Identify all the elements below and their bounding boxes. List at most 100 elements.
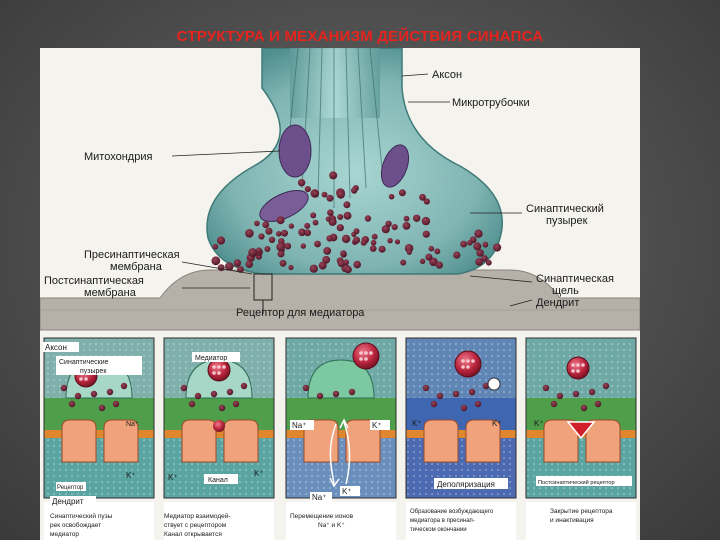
mechanism-panel: [525, 337, 637, 540]
synaptic-vesicle: [304, 229, 312, 237]
synaptic-vesicle: [336, 224, 344, 232]
synaptic-vesicle: [322, 255, 331, 264]
panel-1-labels: Аксон Синаптические пузырек Na⁺ Рецептор…: [43, 342, 142, 538]
mitochondrion: [380, 144, 410, 188]
label-vesicle-1: Синаптический: [526, 203, 604, 215]
label-receptor: Рецептор для медиатора: [236, 307, 365, 319]
p3-k-bottom: K⁺: [342, 487, 352, 496]
synaptic-vesicle: [403, 215, 410, 222]
synaptic-vesicle: [258, 233, 265, 240]
label-vesicle-2: пузырек: [546, 215, 588, 227]
synaptic-vesicle: [262, 221, 270, 229]
synaptic-vesicle: [421, 216, 431, 226]
label-microtubules: Микротрубочки: [452, 97, 530, 109]
synaptic-vesicle: [326, 194, 334, 202]
synaptic-vesicle: [398, 189, 406, 197]
label-mitochondria: Митохондрия: [84, 151, 152, 163]
mechanism-panel: [285, 337, 397, 540]
mechanism-panel: [163, 337, 275, 540]
p4-k-right: K⁺: [492, 419, 502, 428]
panel-5-labels: K⁺ Постсинаптический рецептор Закрытие р…: [534, 419, 632, 524]
synaptic-vesicle: [473, 242, 482, 251]
p1-caption-3: медиатор: [50, 531, 79, 538]
synaptic-vesicle: [402, 222, 411, 230]
synaptic-vesicle: [460, 240, 467, 248]
slide-title: СТРУКТУРА И МЕХАНИЗМ ДЕЙСТВИЯ СИНАПСА: [176, 28, 544, 45]
synaptic-vesicle: [310, 212, 317, 219]
synaptic-vesicle: [279, 259, 287, 267]
p1-axon: Аксон: [45, 343, 67, 352]
p1-caption-2: рек освобождает: [50, 521, 101, 529]
p4-caption-1: Образование возбуждающего: [410, 509, 494, 515]
synaptic-vesicle: [288, 264, 294, 271]
synaptic-vesicle: [413, 214, 421, 222]
synaptic-vesicle: [476, 249, 484, 257]
synaptic-vesicle: [284, 242, 292, 250]
synaptic-vesicle: [245, 229, 254, 238]
synaptic-vesicle: [425, 253, 433, 261]
p4-k-left: K⁺: [412, 419, 422, 428]
synaptic-vesicle: [481, 255, 488, 262]
synaptic-vesicle: [327, 209, 334, 216]
synaptic-vesicle: [381, 225, 390, 234]
label-cleft-1: Синаптическая: [536, 273, 614, 285]
synaptic-vesicle: [343, 201, 351, 209]
synaptic-vesicle: [325, 216, 331, 222]
synaptic-vesicle: [298, 228, 306, 237]
p3-na-bottom: Na⁺: [312, 493, 326, 502]
synaptic-vesicle: [404, 244, 414, 253]
synaptic-vesicle: [453, 251, 461, 259]
synaptic-vesicle: [321, 191, 328, 198]
synaptic-vesicle: [256, 247, 262, 254]
label-postsynaptic-2: мембрана: [84, 287, 137, 299]
synaptic-vesicle: [326, 235, 333, 242]
p2-channel: Канал: [208, 477, 228, 484]
p1-vesicle-1: Синаптические: [59, 359, 109, 366]
synaptic-vesicle: [344, 265, 352, 274]
synaptic-vesicle: [211, 256, 221, 266]
synaptic-vesicle: [422, 230, 430, 238]
synapse-illustration: Аксон Микротрубочки Митохондрия Синаптич…: [40, 48, 640, 540]
synaptic-vesicle: [394, 239, 401, 245]
synaptic-vesicle: [309, 264, 318, 273]
synaptic-vesicle: [329, 171, 338, 180]
synaptic-vesicle: [423, 198, 430, 205]
synaptic-vesicle: [277, 250, 285, 258]
p2-caption-2: ствует с рецептором: [164, 522, 227, 529]
synapse-figure: Аксон Микротрубочки Митохондрия Синаптич…: [40, 48, 640, 540]
synaptic-vesicle: [360, 239, 367, 246]
synaptic-vesicle: [300, 243, 306, 249]
p5-caption-1: Закрытие рецептора: [550, 508, 613, 515]
synaptic-vesicle: [343, 211, 352, 220]
synaptic-vesicle: [341, 234, 351, 244]
main-synapse: [40, 48, 640, 331]
synaptic-vesicle: [485, 259, 492, 266]
p4-depolarization: Деполяризация: [437, 480, 495, 489]
synaptic-vesicle: [419, 258, 426, 264]
label-axon: Аксон: [432, 69, 462, 81]
synaptic-vesicle: [237, 266, 244, 273]
p4-caption-2: медиатора в пресинап-: [410, 518, 475, 524]
p5-caption-2: и инактивация: [550, 517, 594, 524]
synaptic-vesicle: [474, 229, 483, 238]
synaptic-vesicle: [216, 236, 226, 245]
p1-vesicle-2: пузырек: [80, 368, 107, 375]
synaptic-vesicle: [385, 220, 392, 227]
label-presynaptic-2: мембрана: [110, 261, 163, 273]
synaptic-vesicle: [297, 179, 306, 187]
synaptic-vesicle: [254, 220, 260, 227]
label-dendrite: Дендрит: [536, 297, 579, 309]
panel-2-labels: Медиатор K⁺ K⁺ Канал Медиатор взаимодей-…: [164, 352, 264, 538]
synaptic-vesicle: [264, 246, 271, 252]
p3-caption-2: Na⁺ и K⁺: [318, 522, 345, 529]
synaptic-vesicle: [369, 245, 377, 252]
synaptic-vesicle: [343, 259, 350, 265]
synaptic-vesicle: [419, 193, 426, 201]
p2-caption-3: Канал открывается: [164, 531, 222, 538]
synaptic-vesicle: [482, 241, 489, 248]
synaptic-vesicle: [353, 260, 362, 269]
p5-k: K⁺: [534, 419, 544, 428]
synaptic-vesicle: [276, 242, 285, 252]
synaptic-vesicle: [351, 187, 358, 194]
p1-caption-1: Синаптический пузы: [50, 512, 113, 520]
